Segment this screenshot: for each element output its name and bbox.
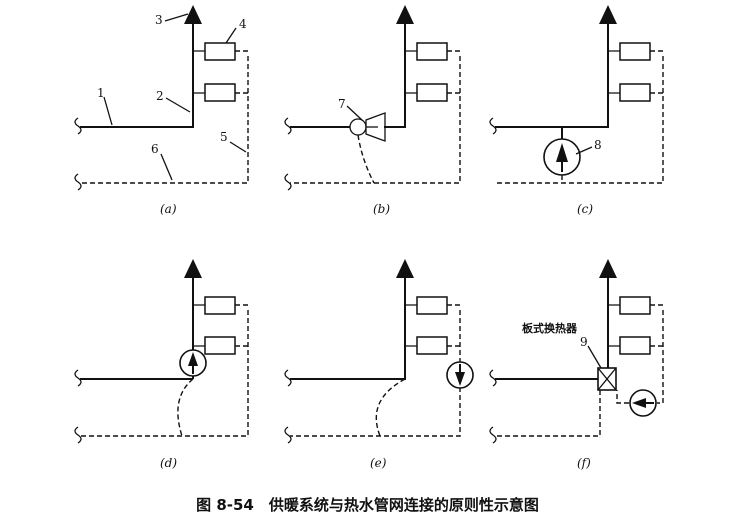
supply-pipe-break-mark [284,369,292,387]
callout-7: 7 [338,97,346,111]
figure-caption: 图 8-54 供暖系统与热水管网连接的原则性示意图 [196,496,539,514]
radiator-supply-branch [193,50,205,94]
radiator [204,296,236,315]
leader-line [229,141,247,153]
flow-arrow [184,5,202,24]
panel-label: (a) [160,202,177,216]
radiator [619,83,651,102]
callout-8: 8 [594,138,602,152]
supply-pipe-break-mark [74,369,82,387]
supply-pipe [290,278,406,380]
pump-direction-arrow [556,143,568,162]
heat-exchanger-cross [597,367,617,391]
primary-return-pipe [495,390,601,437]
mixing-return-line [375,378,406,437]
panel-f: 板式换热器 9 (f) [489,259,664,470]
callout-2: 2 [156,89,164,103]
radiator-return-branch [650,50,663,94]
callout-1: 1 [97,86,105,100]
radiator-supply-branch [193,304,205,347]
return-pipe-break-mark [284,173,292,191]
radiator [204,42,236,61]
callout-9: 9 [580,335,588,349]
radiator [619,336,651,355]
radiator [204,336,236,355]
secondary-return-pipe [616,310,664,404]
leader-line [587,345,602,369]
jet-pump-icon [365,112,386,142]
leader-line [575,146,593,155]
pump-direction-arrow [632,398,646,408]
return-pipe [80,310,249,437]
radiator [204,83,236,102]
callout-5: 5 [220,130,228,144]
return-pipe [80,56,249,184]
flow-arrow [396,5,414,24]
return-pipe-break-mark [284,426,292,444]
radiator-supply-branch [608,304,620,347]
panel-c: 8 (c) [489,5,664,216]
panel-label: (b) [373,202,390,216]
panel-a: 3 4 2 1 5 6 (a) [74,5,249,216]
panel-e: (e) [284,259,474,470]
return-pipe [495,56,664,184]
radiator-return-branch [447,304,460,347]
heat-exchanger-label: 板式换热器 [522,321,578,335]
return-pipe [290,56,461,184]
panel-label: (c) [577,202,593,216]
mixing-return-line [177,378,194,437]
supply-pipe [80,24,194,128]
callout-3: 3 [155,13,163,27]
callout-6: 6 [151,142,159,156]
mixing-return-line [357,134,375,184]
pump-direction-arrow [455,372,465,386]
leader-line [103,96,113,126]
return-pipe-break-mark [489,426,497,444]
radiator-supply-branch [405,50,417,94]
supply-pipe-break-mark [489,369,497,387]
flow-arrow [184,259,202,278]
leader-line [225,27,237,44]
flow-arrow [396,259,414,278]
radiator [416,83,448,102]
leader-line [164,13,189,22]
leader-line [346,105,363,121]
leader-line [160,153,173,181]
callout-4: 4 [239,17,247,31]
radiator-supply-branch [405,304,417,347]
return-pipe-break-mark [74,426,82,444]
supply-pipe [384,24,406,128]
pump-icon [543,138,581,176]
panel-label: (d) [160,456,177,470]
jet-pump-suction-chamber [349,118,367,136]
pump-direction-arrow [188,352,198,366]
radiator-supply-branch [608,50,620,94]
panel-d: (d) [74,259,249,470]
panel-label: (e) [370,456,387,470]
radiator-return-branch [650,304,663,347]
radiator-return-branch [447,50,460,94]
panel-b: 7 (b) [284,5,461,216]
return-pipe-break-mark [74,173,82,191]
flow-arrow [599,259,617,278]
return-pipe [290,310,461,437]
radiator-return-branch [235,50,248,94]
radiator [416,296,448,315]
supply-pipe-break-mark [489,117,497,135]
leader-line [165,97,191,113]
radiator [416,42,448,61]
flow-arrow [599,5,617,24]
supply-pipe-break-mark [284,117,292,135]
supply-pipe [495,24,609,128]
radiator-return-branch [235,304,248,347]
radiator [416,336,448,355]
panel-label: (f) [577,456,591,470]
supply-pipe-break-mark [74,117,82,135]
radiator [619,42,651,61]
radiator [619,296,651,315]
